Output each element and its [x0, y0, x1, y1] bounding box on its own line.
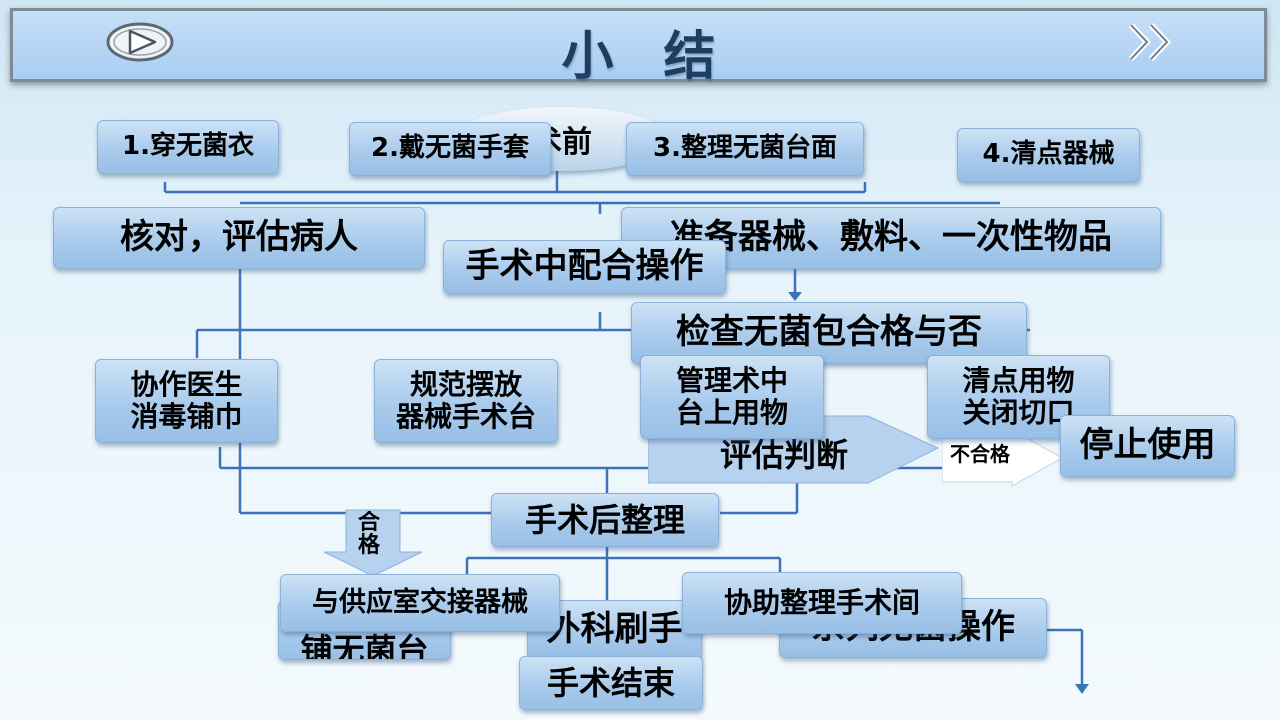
count-close-label: 清点用物 关闭切口 — [962, 363, 1075, 429]
assist-clean-node: 协助整理手术间 — [682, 572, 962, 634]
evaluate-label: 评估判断 — [720, 436, 849, 474]
verify-patient: 核对，评估病人 — [53, 207, 425, 269]
manage-items-label: 管理术中 台上用物 — [675, 363, 788, 429]
double-chevron-right-icon — [1128, 22, 1172, 62]
unqualified-label: 不合格 — [950, 442, 1010, 466]
step-arrange-table: 3.整理无菌台面 — [626, 122, 864, 176]
step-count-instruments: 4.清点器械 — [957, 128, 1140, 182]
arrange-instruments-node: 规范摆放 器械手术台 — [374, 359, 558, 443]
play-icon — [106, 22, 174, 62]
play-button[interactable] — [105, 19, 175, 65]
title-bar: 小结 — [10, 8, 1267, 87]
handover-label: 与供应室交接器械 — [312, 587, 528, 619]
arrange-instruments-label: 规范摆放 器械手术台 — [395, 367, 536, 433]
post-op-label: 手术后整理 — [524, 500, 685, 539]
post-op-node: 手术后整理 — [491, 493, 719, 547]
next-button[interactable] — [1125, 21, 1185, 63]
step-gloves: 2.戴无菌手套 — [349, 122, 551, 176]
assist-clean-label: 协助整理手术间 — [723, 585, 920, 619]
count-close-node: 清点用物 关闭切口 — [927, 355, 1110, 439]
step-count-instruments-label: 4.清点器械 — [982, 139, 1115, 170]
surgery-end-node: 手术结束 — [519, 656, 703, 710]
step-gloves-label: 2.戴无菌手套 — [371, 133, 529, 164]
stop-use-label: 停止使用 — [1079, 425, 1216, 466]
assist-doctor-label: 协作医生 消毒铺巾 — [130, 367, 243, 433]
handover-node: 与供应室交接器械 — [280, 574, 560, 632]
intra-op-node: 手术中配合操作 — [443, 240, 726, 294]
manage-items-node: 管理术中 台上用物 — [640, 355, 824, 439]
stop-use-node: 停止使用 — [1060, 415, 1235, 477]
assist-doctor-node: 协作医生 消毒铺巾 — [95, 359, 278, 443]
scrub-label: 外科刷手 — [546, 609, 683, 650]
prepare-supplies-label: 准备器械、敷料、一次性物品 — [670, 217, 1112, 258]
surgery-end-label: 手术结束 — [546, 663, 675, 702]
intra-op-label: 手术中配合操作 — [465, 246, 704, 287]
qualified-arrow — [323, 509, 423, 577]
qualified-label: 合格 — [358, 511, 381, 559]
page-title: 小结 — [561, 27, 766, 87]
verify-patient-label: 核对，评估病人 — [120, 217, 358, 258]
spread-table-label: 铺无菌台 — [300, 631, 429, 660]
step-wear-gown: 1.穿无菌衣 — [97, 120, 279, 174]
step-wear-gown-label: 1.穿无菌衣 — [122, 131, 254, 162]
check-pack-node: 检查无菌包合格与否 — [631, 302, 1027, 364]
step-arrange-table-label: 3.整理无菌台面 — [653, 133, 837, 164]
check-pack-label: 检查无菌包合格与否 — [676, 312, 982, 353]
